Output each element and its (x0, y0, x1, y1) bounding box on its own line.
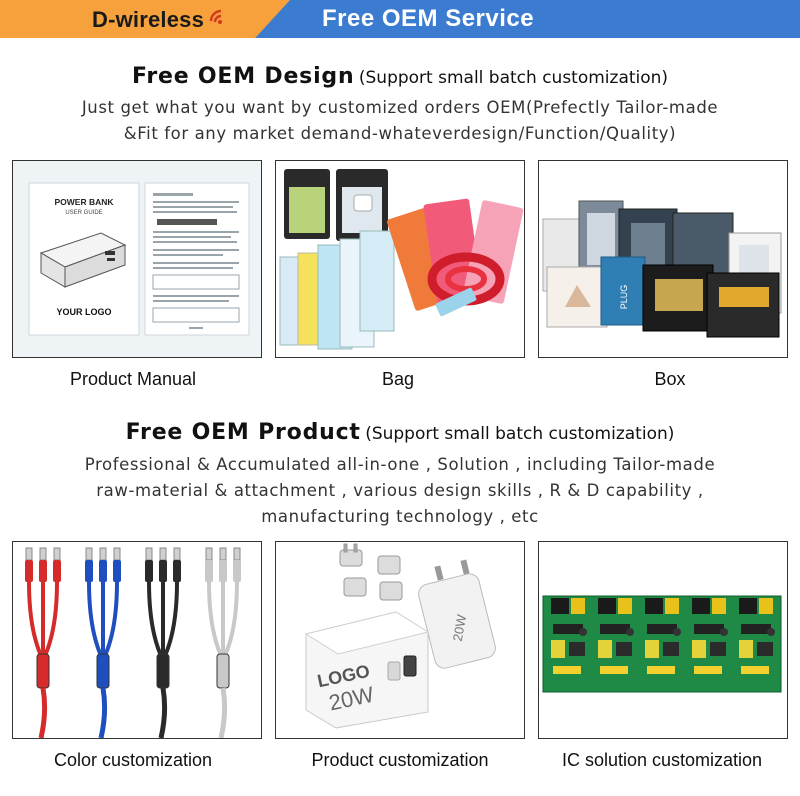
manual-text-lines (152, 193, 240, 329)
brand-tab (0, 0, 290, 38)
manual-subtitle: USER GUIDE (65, 210, 102, 216)
pcb-module (645, 598, 681, 674)
design-description-line-2: &Fit for any market demand-whateverdesig… (123, 124, 677, 143)
caption-box: Box (654, 369, 686, 389)
box-image: PLUG (538, 160, 788, 358)
manual-title: POWER BANK (54, 197, 114, 207)
plug-adapters (339, 543, 403, 601)
banner-title: Free OEM Service (322, 5, 535, 32)
product-description-line-1: Professional & Accumulated all-in-one , … (84, 455, 716, 474)
caption-ic-solution-customization: IC solution customization (561, 750, 763, 770)
pcb-module (692, 598, 728, 674)
bag-image (275, 160, 525, 358)
product-description-line-3: manufacturing technology , etc (261, 507, 539, 526)
caption-bag: Bag (381, 369, 415, 389)
design-heading-subtitle: (Support small batch customization) (358, 68, 669, 88)
color-cables-image (12, 541, 262, 739)
caption-color-customization: Color customization (53, 750, 213, 770)
cable-bundle (205, 547, 241, 738)
cable-bundle (25, 547, 61, 738)
brand-name: D-wireless (92, 7, 205, 32)
design-description-line-1: Just get what you want by customized ord… (81, 98, 719, 117)
chargers-illustration: 20W LOGO 20W (276, 542, 524, 738)
caption-product-manual: Product Manual (69, 369, 197, 389)
cables-illustration (13, 542, 261, 738)
bags-illustration (276, 161, 524, 357)
design-heading-title: Free OEM Design (131, 64, 355, 89)
svg-text:PLUG: PLUG (619, 285, 629, 310)
pcb-module (739, 598, 775, 674)
circuit-boards-illustration (539, 542, 787, 738)
caption-product-customization: Product customization (311, 750, 489, 770)
product-heading: Free OEM Product (Support small batch cu… (0, 420, 800, 445)
cable-bundle (85, 547, 121, 738)
product-heading-title: Free OEM Product (125, 420, 361, 445)
cable-bundle (145, 547, 181, 738)
charger-small-rating: 20W (450, 613, 470, 643)
pcb-module (598, 598, 634, 674)
product-description-line-2: raw-material & attachment , various desi… (96, 481, 704, 500)
product-manual-image: POWER BANK USER GUIDE YOUR LOGO (12, 160, 262, 358)
boxes-illustration: PLUG (539, 161, 787, 357)
wifi-signal-icon (209, 9, 222, 24)
product-heading-subtitle: (Support small batch customization) (365, 424, 675, 444)
product-charger-image: 20W LOGO 20W (275, 541, 525, 739)
design-heading: Free OEM Design (Support small batch cus… (0, 64, 800, 89)
pcb-module (551, 598, 587, 674)
manual-logo: YOUR LOGO (56, 307, 111, 317)
manual-illustration: POWER BANK USER GUIDE YOUR LOGO (13, 161, 261, 357)
ic-boards-image (538, 541, 788, 739)
power-bank-drawing (39, 232, 127, 288)
